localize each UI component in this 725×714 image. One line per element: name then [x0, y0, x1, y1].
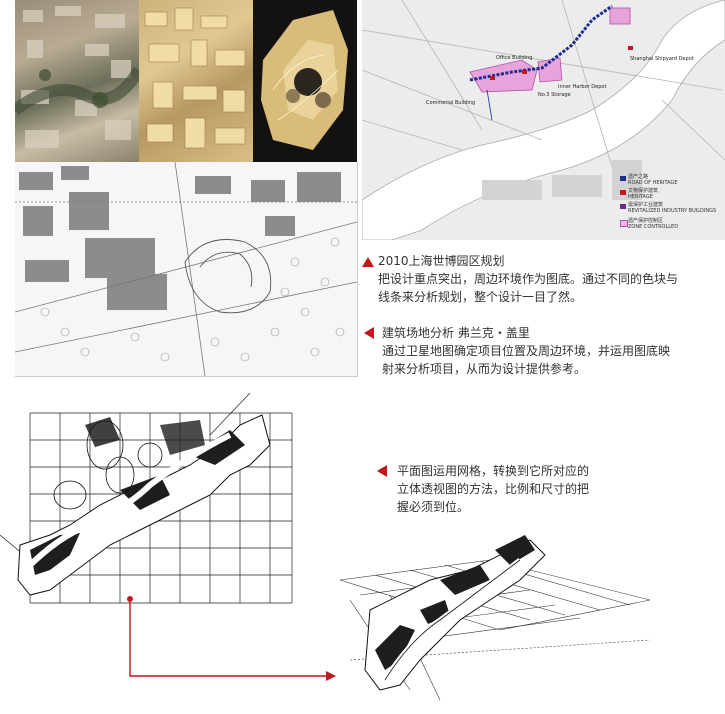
legend-en: HERITAGE — [628, 194, 653, 200]
legend-en: ZONE CONTROLLED — [628, 224, 679, 230]
map-label-commercial: Commerial Building — [426, 100, 476, 106]
caption-gehry: 建筑场地分析 弗兰克・盖里 通过卫星地图确定项目位置及周边环境，并运用图底映 射… — [382, 324, 722, 378]
legend-zh: 需保护工业建筑 — [628, 202, 664, 208]
caption-line: 立体透视图的方法，比例和尺寸的把 — [397, 482, 590, 496]
map-label-storage: No.3 Storage — [538, 92, 571, 98]
triangle-left-icon — [377, 465, 387, 477]
legend-swatch — [620, 204, 626, 209]
legend-en: ROAD OF HERITAGE — [628, 180, 678, 186]
legend-zh: 文物保护建筑 — [628, 188, 659, 194]
grid-plan-drawing — [0, 385, 330, 630]
satellite-photo — [15, 0, 139, 162]
map-label-shipyard: Shanghai Shipyard Depot — [630, 56, 694, 62]
map-label-office: Office Building — [496, 55, 533, 61]
caption-expo: 2010上海世博园区规划 把设计重点突出，周边环境作为图底。通过不同的色块与 线… — [378, 252, 723, 306]
legend-swatch — [620, 190, 626, 195]
legend-zh: 遗产之路 — [628, 174, 649, 180]
caption-title: 建筑场地分析 弗兰克・盖里 — [382, 326, 530, 340]
caption-line: 线条来分析规划，整个设计一目了然。 — [378, 290, 583, 304]
connector-arrow — [128, 598, 338, 682]
expo-site-map: Office Building Commerial Building No.3 … — [362, 0, 725, 240]
legend-zh: 遗产保护控制区 — [628, 218, 664, 224]
building-model-photo — [253, 0, 357, 162]
triangle-left-icon — [364, 327, 374, 339]
caption-line: 平面图运用网格，转换到它所对应的 — [397, 464, 590, 478]
caption-grid: 平面图运用网格，转换到它所对应的 立体透视图的方法，比例和尺寸的把 握必须到位。 — [397, 462, 637, 516]
caption-line: 通过卫星地图确定项目位置及周边环境，并运用图底映 — [382, 344, 671, 358]
caption-title: 2010上海世博园区规划 — [378, 254, 505, 268]
site-model-photo — [139, 0, 253, 162]
triangle-up-icon — [362, 257, 374, 267]
legend-swatch — [620, 176, 626, 181]
map-label-depot: Inner Harbor Depot — [558, 84, 607, 90]
legend-swatch — [620, 220, 628, 227]
caption-line: 把设计重点突出，周边环境作为图底。通过不同的色块与 — [378, 272, 679, 286]
caption-line: 握必须到位。 — [397, 500, 470, 514]
site-plan-drawing — [15, 162, 358, 377]
legend-en: REVITALIZED INDUSTRY BUILDINGS — [628, 208, 717, 214]
caption-line: 射来分析项目，从而为设计提供参考。 — [382, 362, 587, 376]
perspective-drawing — [330, 520, 725, 710]
